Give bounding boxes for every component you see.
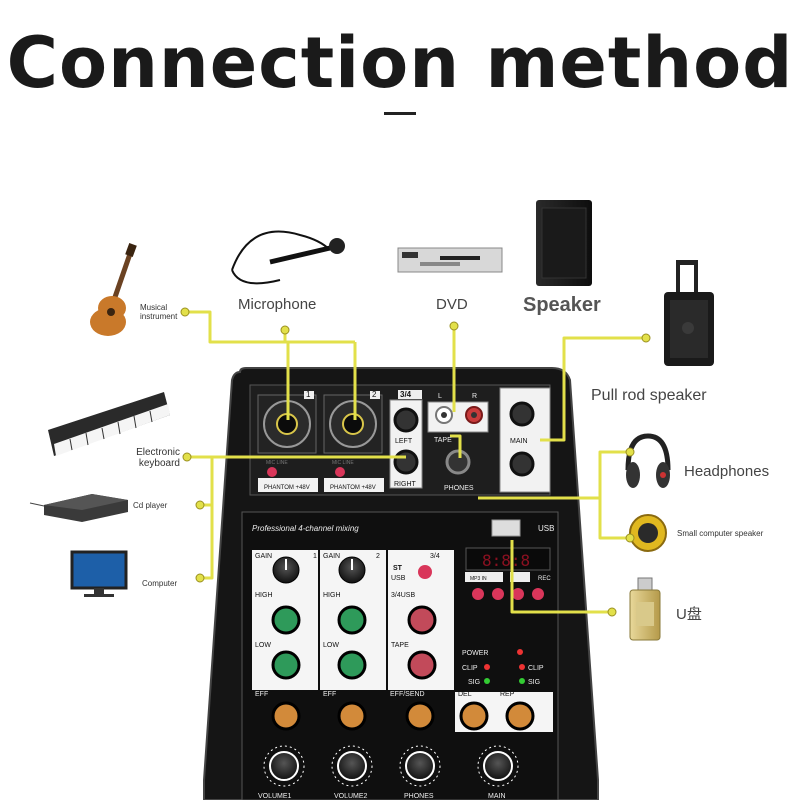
main-label: MAIN (510, 438, 528, 445)
small-speaker-icon (629, 514, 667, 552)
cd-player-label: Cd player (133, 501, 168, 510)
usb-small-label: USB (391, 575, 406, 582)
small-computer-speaker-label: Small computer speaker (677, 529, 764, 538)
title-divider (384, 112, 416, 115)
strip-34-num: 3/4 (430, 553, 440, 560)
gain-label-2: GAIN (323, 553, 340, 560)
high-label-1: HIGH (255, 592, 273, 599)
eff-knob-1 (271, 701, 301, 731)
clip-label-l: CLIP (462, 665, 478, 672)
rep-label: REP (500, 691, 515, 698)
svg-text:8:8:8: 8:8:8 (482, 551, 530, 570)
high-label-2: HIGH (323, 592, 341, 599)
low-label-1: LOW (255, 642, 271, 649)
ch34-label: 3/4 (400, 390, 412, 399)
volume-knob-1 (263, 745, 305, 787)
phones-knob (399, 745, 441, 787)
volume1-label: VOLUME1 (258, 793, 292, 800)
low-label-2: LOW (323, 642, 339, 649)
eff-label-2: EFF (323, 691, 336, 698)
pull-rod-speaker-label: Pull rod speaker (591, 387, 707, 404)
eff-send-knob (405, 701, 435, 731)
gain-knob-2 (338, 556, 366, 584)
usb34-label: 3/4USB (391, 592, 415, 599)
xlr-jack-2 (323, 394, 383, 454)
phones-knob-label: PHONES (404, 793, 434, 800)
del-label: DEL (458, 691, 472, 698)
electronic-keyboard-label: Electronic keyboard (136, 447, 180, 469)
eff-send-label: EFF/SEND (390, 691, 425, 698)
mic-line-label-1: MIC LINE (266, 460, 288, 466)
ch1-label: 1 (306, 390, 311, 399)
rep-knob (505, 701, 535, 731)
wire-endpoints (180, 307, 651, 617)
headphones-label: Headphones (684, 463, 770, 480)
clip-label-r: CLIP (528, 665, 544, 672)
microphone-label: Microphone (238, 296, 317, 313)
mp3-in-label: MP3 IN (470, 576, 487, 582)
mic-line-label-2: MIC LINE (332, 460, 354, 466)
mixer: 8:8:8 (203, 367, 599, 800)
volume-knob-2 (331, 745, 373, 787)
volume2-label: VOLUME2 (334, 793, 368, 800)
st-label: ST (393, 565, 403, 572)
ch2-label: 2 (372, 390, 377, 399)
computer-label: Computer (142, 579, 178, 588)
dvd-player-icon (397, 247, 503, 273)
strip-2-num: 2 (376, 553, 380, 560)
microphone-icon (231, 230, 345, 285)
page-title: Connection method (6, 22, 794, 104)
dvd-label: DVD (436, 296, 468, 313)
del-knob (459, 701, 489, 731)
phones-label: PHONES (444, 485, 474, 492)
rec-label: REC (538, 576, 551, 582)
main-knob (477, 745, 519, 787)
high-knob-2 (337, 605, 367, 635)
left-label: LEFT (395, 438, 413, 445)
tape-knob (407, 650, 437, 680)
brand-label: Professional 4-channel mixing (252, 524, 359, 533)
speaker-icon (536, 200, 592, 286)
phantom-label-2: PHANTOM +48V (330, 485, 376, 491)
knobs (263, 556, 535, 787)
tape-label: TAPE (434, 437, 452, 444)
high-knob-1 (271, 605, 301, 635)
gain-knob-1 (272, 556, 300, 584)
pull-rod-speaker-icon (664, 260, 714, 366)
tape-r-label: R (472, 393, 477, 400)
speaker-label: Speaker (523, 294, 601, 316)
sig-label-l: SIG (468, 679, 480, 686)
cd-player-icon (29, 494, 128, 522)
strip-1-num: 1 (313, 553, 317, 560)
right-label: RIGHT (394, 481, 417, 488)
sig-label-r: SIG (528, 679, 540, 686)
gain-label-1: GAIN (255, 553, 272, 560)
power-label: POWER (462, 650, 488, 657)
tape-l-label: L (438, 393, 442, 400)
eff-label-1: EFF (255, 691, 268, 698)
phantom-label-1: PHANTOM +48V (264, 485, 310, 491)
low-knob-2 (337, 650, 367, 680)
usb-port-label: USB (538, 524, 554, 533)
keyboard-icon (48, 392, 170, 456)
u-disk-label: U盘 (676, 606, 702, 623)
computer-icon (70, 550, 128, 597)
eff-knob-2 (337, 701, 367, 731)
musical-instrument-label: Musical instrument (140, 303, 178, 321)
main-knob-label: MAIN (488, 793, 506, 800)
usb34-knob (407, 605, 437, 635)
usb-drive-icon (629, 577, 661, 641)
tape-strip-label: TAPE (391, 642, 409, 649)
low-knob-1 (271, 650, 301, 680)
headphones-icon (625, 433, 671, 488)
guitar-icon (90, 242, 137, 336)
